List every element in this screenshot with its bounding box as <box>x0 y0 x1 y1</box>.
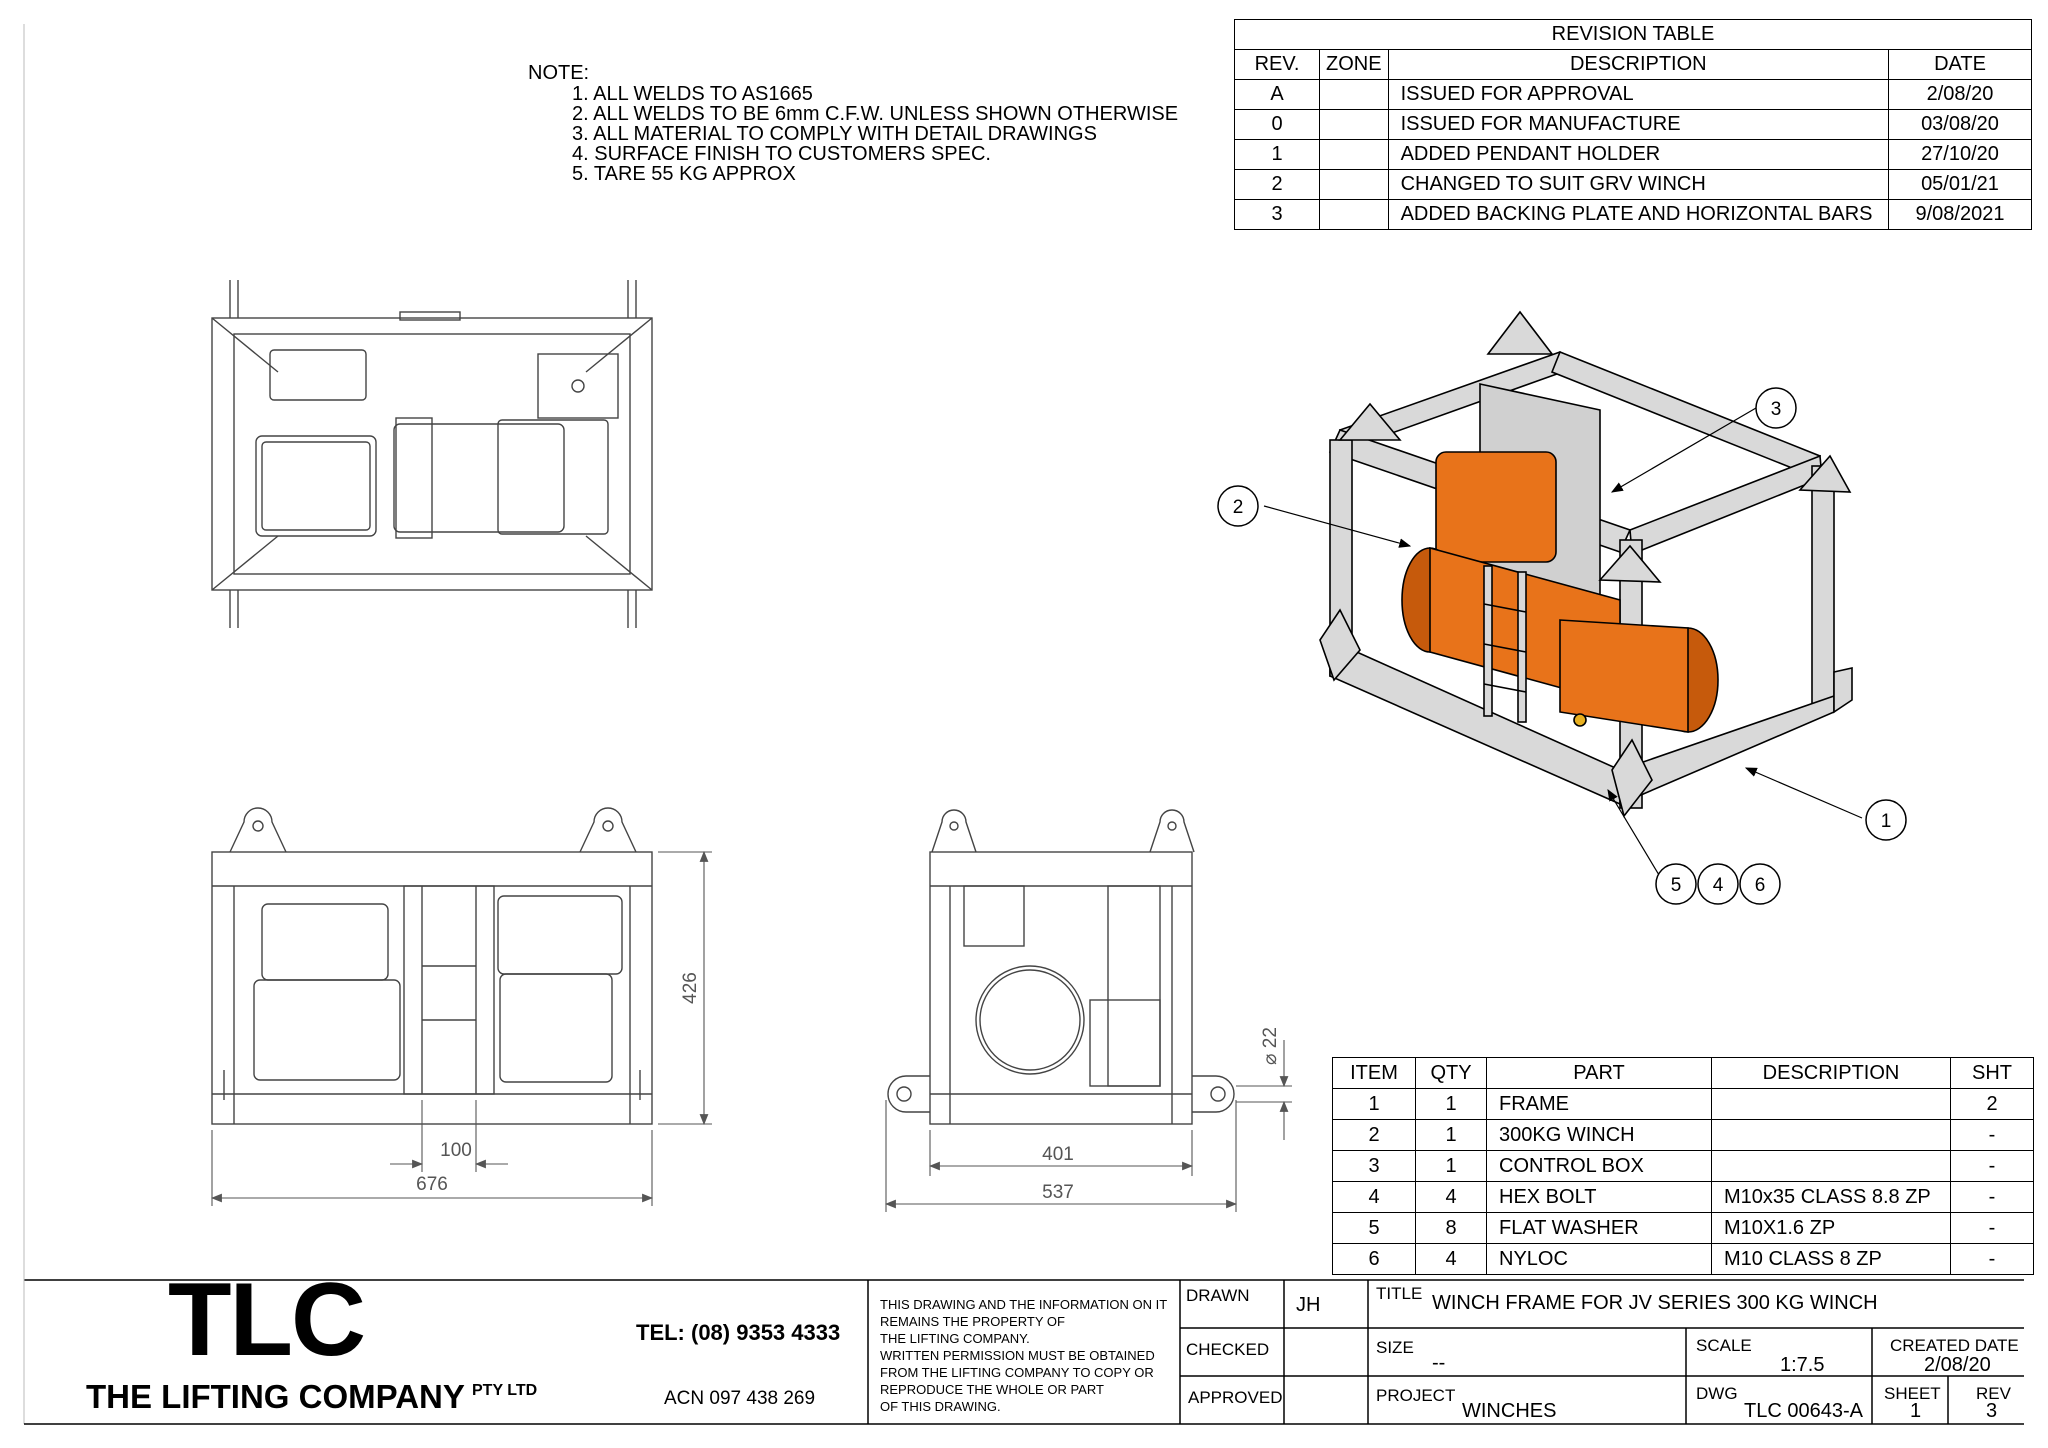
note-item: 1. ALL WELDS TO AS1665 <box>572 83 813 105</box>
legal-notice: THIS DRAWING AND THE INFORMATION ON IT R… <box>880 1297 1168 1414</box>
top-view <box>211 280 653 628</box>
item-header: ITEM <box>1332 1057 1416 1089</box>
note-item: 5. TARE 55 KG APPROX <box>572 163 796 185</box>
note-item: 4. SURFACE FINISH TO CUSTOMERS SPEC. <box>572 143 991 165</box>
note-item: 3. ALL MATERIAL TO COMPLY WITH DETAIL DR… <box>572 123 1097 145</box>
company-tel: TEL: (08) 9353 4333 <box>636 1320 841 1345</box>
dim-side-inner: 401 <box>1042 1144 1074 1165</box>
dim-height: 426 <box>680 972 701 1004</box>
dwg-value: TLC 00643-A <box>1744 1400 1863 1422</box>
company-pty: PTY LTD <box>472 1382 538 1399</box>
size-value: -- <box>1432 1352 1446 1374</box>
title-label: TITLE <box>1376 1284 1423 1303</box>
callout-3-label: 3 <box>1771 399 1782 420</box>
rev-header: REV. <box>1234 49 1320 80</box>
scale-value: 1:7.5 <box>1780 1354 1825 1376</box>
callout-2-label: 2 <box>1233 497 1244 518</box>
created-label: CREATED DATE <box>1890 1336 2019 1355</box>
company-logo: TLC <box>168 1262 366 1378</box>
callout-4-label: 4 <box>1713 875 1724 896</box>
callout-5-label: 5 <box>1671 875 1682 896</box>
notes-list: 1. ALL WELDS TO AS1665 2. ALL WELDS TO B… <box>572 84 1178 184</box>
dim-overall-width: 676 <box>416 1174 448 1195</box>
revision-table-title: REVISION TABLE <box>1234 19 2032 50</box>
callout-2 <box>1217 485 1259 527</box>
company-acn: ACN 097 438 269 <box>664 1388 816 1409</box>
callout-1-label: 1 <box>1881 811 1892 832</box>
front-view <box>211 807 653 1125</box>
isometric-view <box>1319 310 1853 818</box>
callout-4 <box>1697 863 1739 905</box>
size-label: SIZE <box>1376 1338 1414 1357</box>
title-value: WINCH FRAME FOR JV SERIES 300 KG WINCH <box>1432 1292 1878 1314</box>
dim-center-width: 100 <box>440 1140 472 1161</box>
project-label: PROJECT <box>1376 1386 1456 1405</box>
company-name: THE LIFTING COMPANY <box>86 1378 465 1415</box>
sht-header: SHT <box>1950 1057 2034 1089</box>
drawn-label: DRAWN <box>1186 1286 1250 1305</box>
sheet-label: SHEET <box>1884 1384 1941 1403</box>
callout-5 <box>1655 863 1697 905</box>
description-header: DESCRIPTION <box>1711 1057 1951 1089</box>
rev-value: 3 <box>1986 1400 1998 1422</box>
created-value: 2/08/20 <box>1924 1354 1991 1376</box>
callout-3 <box>1755 387 1797 429</box>
dwg-label: DWG <box>1696 1384 1738 1403</box>
revision-table: REVISION TABLE REV. ZONE DESCRIPTION DAT… <box>1234 19 2032 230</box>
dim-hole-dia: ⌀ 22 <box>1260 1027 1281 1065</box>
notes-title: NOTE: <box>528 62 590 84</box>
dim-side-overall: 537 <box>1042 1182 1074 1203</box>
qty-header: QTY <box>1415 1057 1487 1089</box>
part-header: PART <box>1486 1057 1712 1089</box>
callout-1 <box>1865 799 1907 841</box>
approved-label: APPROVED <box>1188 1388 1283 1407</box>
side-view <box>887 809 1235 1125</box>
callout-6-label: 6 <box>1755 875 1766 896</box>
note-item: 2. ALL WELDS TO BE 6mm C.F.W. UNLESS SHO… <box>572 103 1179 125</box>
rev-label: REV <box>1976 1384 2011 1403</box>
date-header: DATE <box>1888 49 2032 80</box>
checked-label: CHECKED <box>1186 1340 1270 1359</box>
project-value: WINCHES <box>1462 1400 1557 1422</box>
callout-6 <box>1739 863 1781 905</box>
sheet-value: 1 <box>1910 1400 1922 1422</box>
drawn-value: JH <box>1296 1294 1321 1316</box>
scale-label: SCALE <box>1696 1336 1752 1355</box>
